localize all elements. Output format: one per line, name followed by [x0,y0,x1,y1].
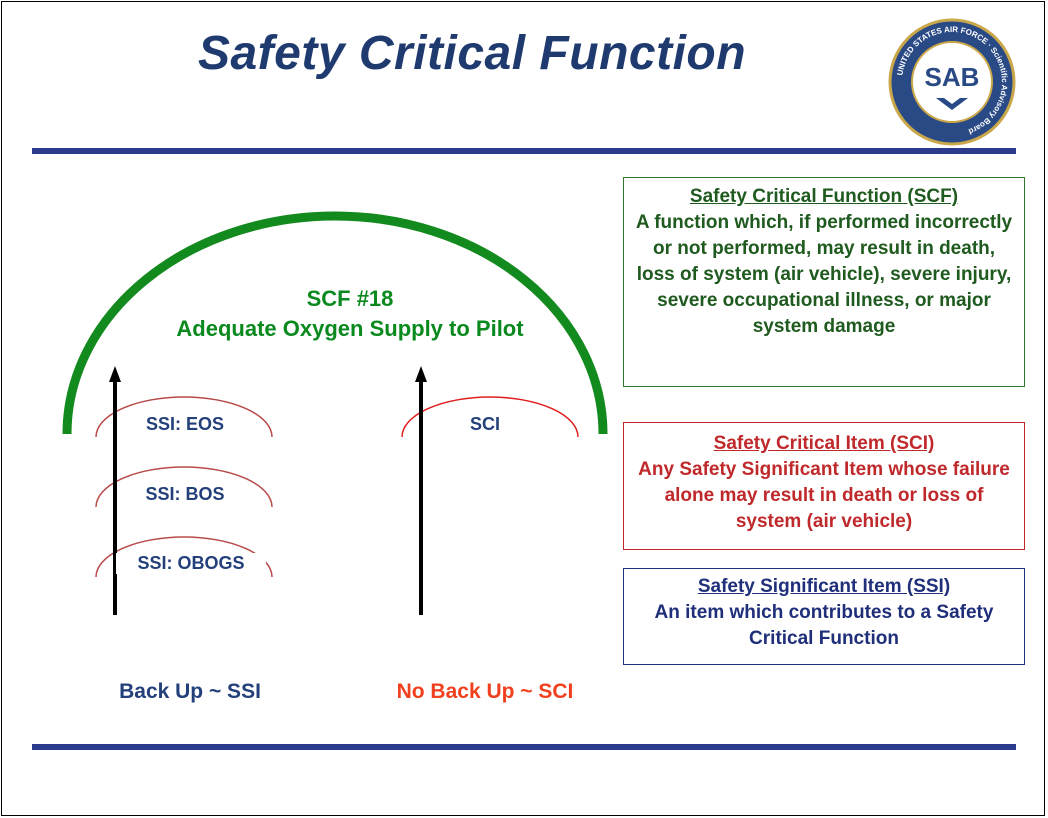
sci-label: SCI [469,414,500,434]
scf-definition-heading: Safety Critical Function (SCF) [689,186,959,207]
no-backup-caption: No Back Up ~ SCI [396,680,574,703]
scf-dome-arc [62,211,608,435]
bottom-divider [32,744,1016,750]
sci-definition-body: Any Safety Significant Item whose failur… [638,459,1010,532]
scf-label: SCF #18 Adequate Oxygen Supply to Pilot [120,284,580,344]
ssi-label-eos: SSI: EOS [145,414,225,434]
ssi-definition-heading: Safety Significant Item (SSI) [697,576,951,597]
sci-arc [401,396,579,438]
scf-definition-box: Safety Critical Function (SCF) A functio… [623,177,1025,387]
right-arrow-head [415,366,427,382]
scf-name: Adequate Oxygen Supply to Pilot [176,316,524,341]
scf-diagram [62,211,608,615]
sci-definition-heading: Safety Critical Item (SCI) [713,433,935,454]
ssi-arc-eos [95,396,273,438]
left-arrow-head [109,366,121,382]
scf-definition-body: A function which, if performed incorrect… [635,212,1013,337]
ssi-label-bos: SSI: BOS [145,484,225,504]
seal-abbrev: SAB [925,62,980,92]
ssi-arc-bos [95,466,273,508]
ssi-label-obogs: SSI: OBOGS [116,553,266,574]
ssi-definition-body: An item which contributes to a Safety Cr… [654,602,994,649]
sab-seal-logo: UNITED STATES AIR FORCE · Scientific Adv… [888,18,1016,146]
ssi-definition-box: Safety Significant Item (SSI) An item wh… [623,568,1025,665]
scf-id: SCF #18 [306,286,394,311]
sci-definition-box: Safety Critical Item (SCI) Any Safety Si… [623,422,1025,550]
slide-title: Safety Critical Function [197,27,747,80]
top-divider [32,148,1016,154]
backup-caption: Back Up ~ SSI [119,680,261,703]
